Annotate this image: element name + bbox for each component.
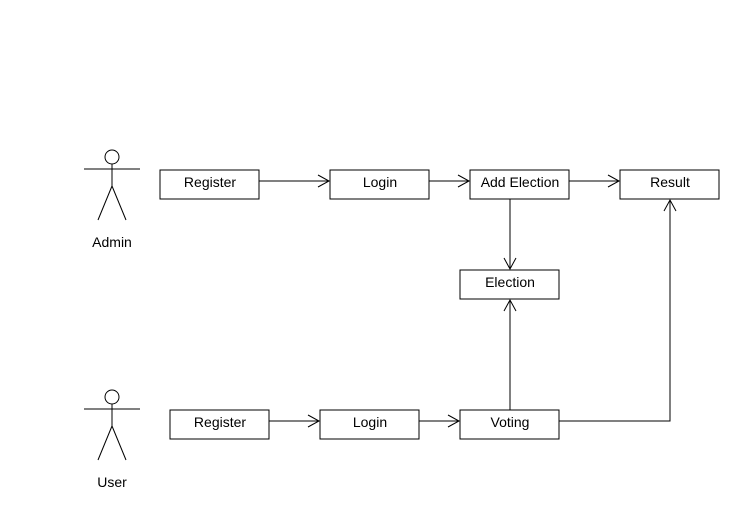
box-add-election: Add Election bbox=[469, 169, 570, 200]
box-user-register: Register bbox=[169, 409, 270, 440]
box-voting-label: Voting bbox=[491, 414, 530, 430]
arrowhead-election-bottom bbox=[503, 298, 517, 312]
box-result-label: Result bbox=[650, 174, 690, 190]
box-user-register-label: Register bbox=[194, 414, 246, 430]
arrowhead-user-login bbox=[307, 414, 321, 428]
box-admin-login: Login bbox=[329, 169, 430, 200]
edge-voting-to-result bbox=[559, 200, 671, 422]
admin-leg-left bbox=[97, 185, 113, 221]
box-admin-login-label: Login bbox=[363, 174, 397, 190]
admin-head bbox=[104, 149, 120, 165]
user-leg-right bbox=[111, 425, 127, 461]
user-head bbox=[104, 389, 120, 405]
box-add-election-label: Add Election bbox=[481, 174, 560, 190]
user-actor bbox=[84, 389, 140, 461]
arrowhead-admin-login bbox=[317, 174, 331, 188]
arrowhead-election-top bbox=[503, 257, 517, 271]
box-user-login: Login bbox=[319, 409, 420, 440]
box-election: Election bbox=[459, 269, 560, 300]
arrowhead-voting bbox=[447, 414, 461, 428]
admin-leg-right bbox=[111, 185, 127, 221]
admin-actor bbox=[84, 149, 140, 221]
box-user-login-label: Login bbox=[353, 414, 387, 430]
admin-label: Admin bbox=[92, 234, 132, 250]
box-voting: Voting bbox=[459, 409, 560, 440]
box-admin-register-label: Register bbox=[184, 174, 236, 190]
user-label: User bbox=[97, 474, 127, 490]
box-admin-register: Register bbox=[159, 169, 260, 200]
box-result: Result bbox=[619, 169, 720, 200]
user-leg-left bbox=[97, 425, 113, 461]
arrowhead-result-bottom bbox=[663, 198, 677, 212]
box-election-label: Election bbox=[485, 274, 535, 290]
arrowhead-result bbox=[607, 174, 621, 188]
arrowhead-add-election bbox=[457, 174, 471, 188]
